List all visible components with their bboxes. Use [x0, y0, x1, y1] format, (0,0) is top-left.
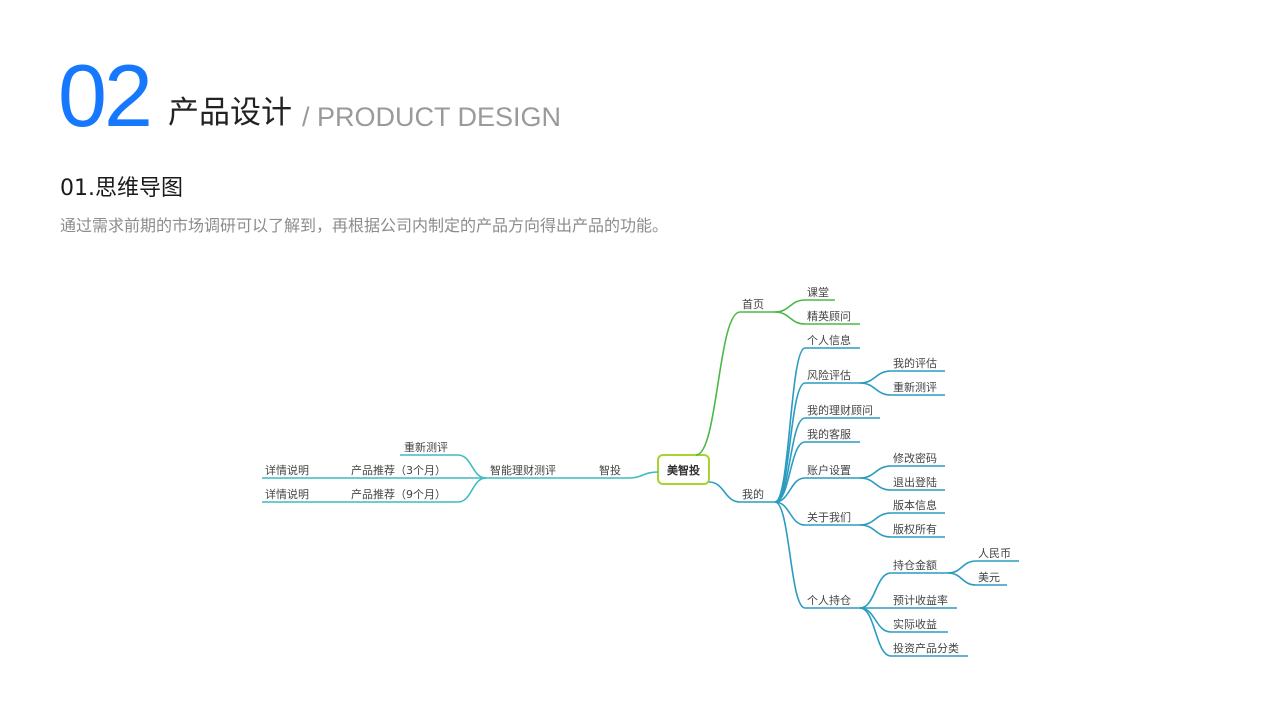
edge-fengxian-wodepinggu [859, 370, 892, 384]
edge-zhanghu-tuichu [859, 477, 892, 491]
node-zhineng-label: 智能理财测评 [490, 463, 556, 477]
edge-chicangjine-usd [947, 572, 977, 586]
node-chicang-label: 个人持仓 [807, 593, 851, 607]
node-fenlei-label: 投资产品分类 [893, 641, 959, 655]
edge-shouye-ketang [774, 299, 806, 313]
edge-zhanghu-xiugai [859, 465, 892, 479]
node-tuijian3-label: 产品推荐（3个月） [351, 463, 446, 477]
node-chongxin1-label: 重新测评 [893, 380, 937, 394]
edge-root-wode [708, 481, 741, 503]
edge-zhineng-chongxin2 [457, 454, 487, 479]
edge-root-zhitou [627, 471, 659, 479]
node-kefu-label: 我的客服 [807, 427, 851, 441]
section-description: 通过需求前期的市场调研可以了解到，再根据公司内制定的产品方向得出产品的功能。 [60, 216, 669, 235]
edge-wode-kefu [774, 441, 806, 503]
edge-chicangjine-rmb [947, 560, 977, 574]
edge-chicang-shiji [859, 607, 892, 633]
node-ketang-label: 课堂 [807, 286, 829, 299]
node-xiangqing-2-label: 详情说明 [265, 487, 309, 501]
edge-zhineng-tuijian9 [457, 477, 487, 503]
edge-wode-fengxian [774, 382, 806, 503]
node-wode-label: 我的 [742, 487, 764, 501]
node-zhanghu-label: 账户设置 [807, 463, 851, 477]
edge-chicang-fenlei [859, 607, 892, 657]
edge-root-shouye [695, 311, 741, 456]
section-number: 02 [58, 46, 153, 145]
node-tuichu-label: 退出登陆 [893, 475, 937, 489]
node-xiugai-label: 修改密码 [893, 451, 937, 465]
node-banben-label: 版本信息 [893, 498, 937, 512]
node-wodepinggu-label: 我的评估 [893, 356, 937, 370]
node-rmb-label: 人民币 [978, 547, 1011, 560]
node-fengxian-label: 风险评估 [807, 368, 851, 382]
section-title: 01.思维导图 [60, 176, 183, 201]
node-licaiguwen-label: 我的理财顾问 [807, 403, 873, 417]
node-yuji-label: 预计收益率 [893, 593, 948, 607]
node-usd-label: 美元 [978, 571, 1000, 584]
node-zhitou-label: 智投 [599, 463, 621, 477]
edge-shouye-jingying [774, 311, 806, 325]
node-guanyu-label: 关于我们 [807, 510, 851, 524]
edge-chicang-chicangjine [859, 572, 892, 609]
node-chongxin2-label: 重新测评 [404, 440, 448, 454]
edge-guanyu-banquan [859, 524, 892, 538]
page-subtitle: / PRODUCT DESIGN [302, 102, 562, 132]
root-node [657, 454, 710, 485]
node-jingying-label: 精英顾问 [807, 309, 851, 323]
edge-wode-guanyu [774, 501, 806, 526]
node-shiji-label: 实际收益 [893, 617, 937, 631]
node-gerenxinxi-label: 个人信息 [807, 333, 851, 347]
node-tuijian9-label: 产品推荐（9个月） [351, 487, 446, 501]
node-banquan-label: 版权所有 [893, 522, 937, 536]
edge-wode-chicang [774, 501, 806, 609]
page-title: 产品设计 [168, 95, 292, 131]
edge-fengxian-chongxin1 [859, 382, 892, 396]
node-chicangjine-label: 持仓金额 [893, 558, 937, 572]
edge-guanyu-banben [859, 512, 892, 526]
node-xiangqing-1-label: 详情说明 [265, 463, 309, 477]
node-shouye-label: 首页 [742, 297, 764, 311]
edge-wode-zhanghu [774, 477, 806, 503]
root-node-label: 美智投 [667, 463, 700, 477]
